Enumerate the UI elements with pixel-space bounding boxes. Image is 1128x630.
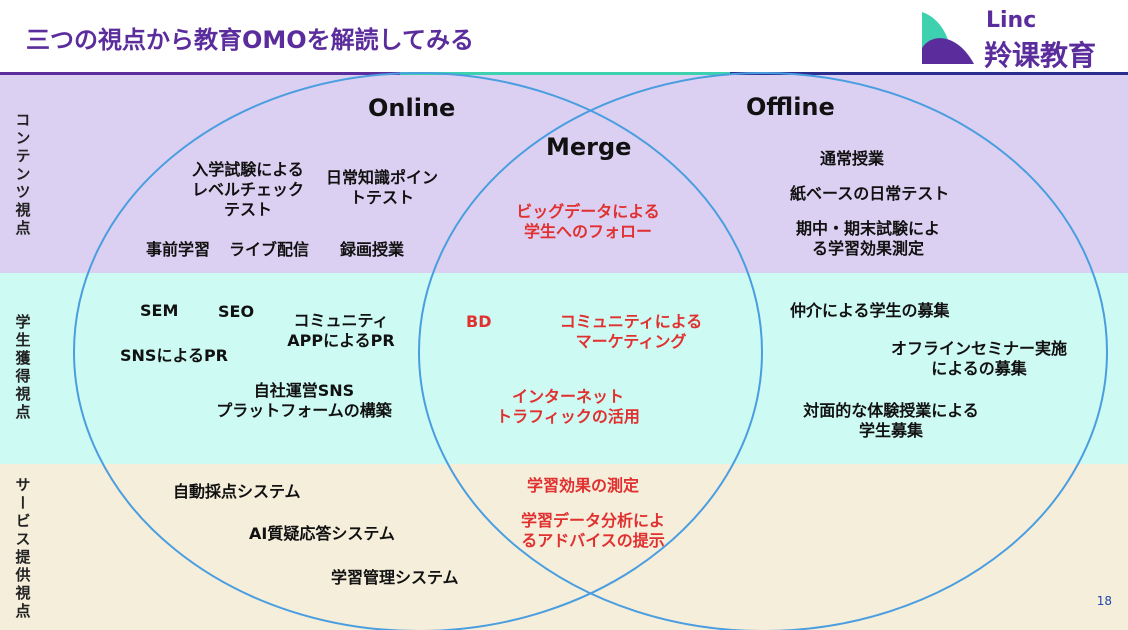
divider-left (0, 72, 400, 75)
online-service-item: 自動採点システム (173, 482, 301, 501)
merge-content-item: ビッグデータによる 学生へのフォロー (516, 202, 660, 241)
offline-acquisition-item: 対面的な体験授業による 学生募集 (803, 401, 979, 440)
online-service-item: AI質疑応答システム (249, 524, 395, 543)
band-acquisition (0, 273, 1128, 464)
online-service-item: 学習管理システム (331, 568, 459, 587)
online-acquisition-item: コミュニティ APPによるPR (287, 311, 395, 350)
perspective-content: コンテンツ視点 (13, 111, 32, 238)
perspective-acquisition: 学生獲得視点 (13, 314, 32, 422)
online-circle (73, 72, 763, 630)
online-acquisition-item: SEM (140, 301, 179, 320)
merge-service-item: 学習データ分析によ るアドバイスの提示 (520, 511, 665, 550)
offline-circle (418, 72, 1108, 630)
band-service (0, 464, 1128, 630)
divider-right (730, 72, 1128, 75)
online-acquisition-item: SEO (218, 302, 255, 321)
merge-acquisition-item: コミュニティによる マーケティング (559, 312, 703, 351)
online-acquisition-item: 自社運営SNS プラットフォームの構築 (216, 381, 392, 420)
perspective-service: サービス提供視点 (13, 477, 32, 621)
logo-name-en: Linc (986, 8, 1037, 33)
page-title: 三つの視点から教育OMOを解読してみる (26, 26, 474, 54)
online-content-item: 日常知識ポイン トテスト (325, 168, 438, 207)
online-content-item: 録画授業 (340, 240, 405, 259)
offline-content-item: 紙ベースの日常テスト (790, 184, 950, 203)
divider-middle (400, 72, 730, 75)
offline-content-item: 期中・期末試験によ る学習効果測定 (795, 219, 940, 258)
header-offline: Offline (746, 93, 835, 121)
offline-acquisition-item: オフラインセミナー実施 によるの募集 (890, 339, 1067, 378)
offline-acquisition-item: 仲介による学生の募集 (790, 301, 950, 320)
merge-service-item: 学習効果の測定 (527, 476, 640, 495)
header-merge: Merge (546, 133, 632, 161)
merge-acquisition-item: インターネット トラフィックの活用 (496, 387, 640, 426)
online-content-item: ライブ配信 (229, 240, 310, 259)
online-acquisition-item: SNSによるPR (120, 346, 229, 365)
page-number: 18 (1096, 594, 1112, 608)
logo: Linc 羚课教育 (918, 8, 1118, 72)
logo-name-cn: 羚课教育 (984, 39, 1097, 72)
band-content (0, 75, 1128, 273)
offline-content-item: 通常授業 (820, 149, 885, 168)
merge-acquisition-item: BD (466, 312, 492, 331)
online-content-item: 入学試験による レベルチェック テスト (191, 160, 304, 219)
logo-mark-icon (922, 12, 974, 64)
header-online: Online (368, 94, 456, 122)
online-content-item: 事前学習 (146, 240, 211, 259)
